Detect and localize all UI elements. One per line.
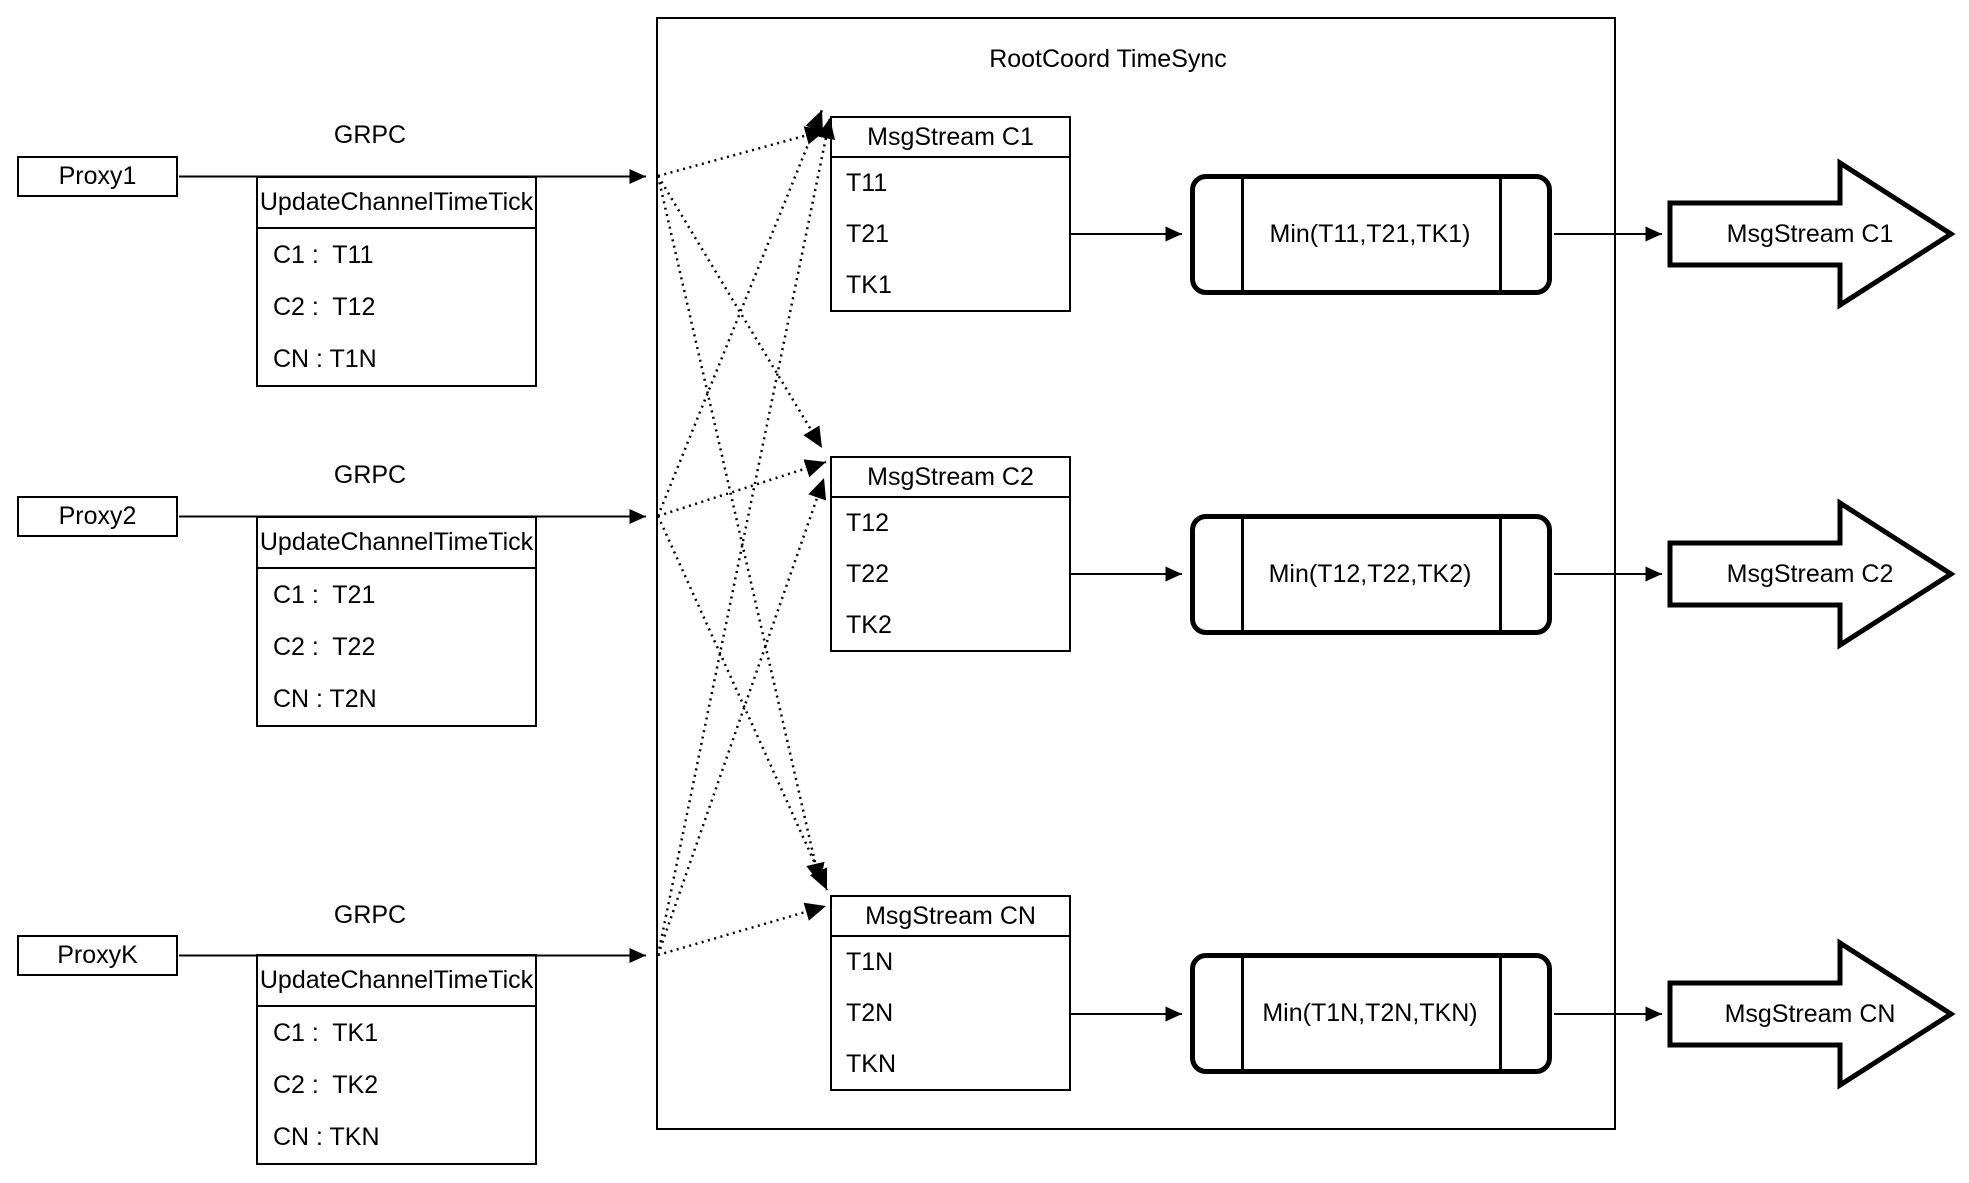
divider [1241,958,1244,1069]
table-row: CN : TKN [273,1123,380,1151]
msgstream-cn-header: MsgStream CN [832,897,1069,937]
table-row: C2 : TK2 [273,1071,379,1099]
proxyk-box: ProxyK [17,935,178,976]
stream-row: T11 [846,169,888,197]
update-table-3: UpdateChannelTimeTick C1 : TK1 C2 : TK2 … [256,954,537,1165]
update-table-2: UpdateChannelTimeTick C1 : T21 C2 : T22 … [256,516,537,727]
out-arrow-label-c1: MsgStream C1 [1726,220,1894,248]
msgstream-cn-box: MsgStream CN T1N T2N TKN [830,895,1071,1091]
table-row: C2 : T12 [273,293,376,321]
stream-row: TK1 [846,271,892,299]
divider [1241,179,1244,290]
table-row: C1 : T21 [273,581,376,609]
min-label-c1: Min(T11,T21,TK1) [1269,220,1471,248]
proxy1-label: Proxy1 [58,162,137,190]
stream-row: T21 [846,220,890,248]
table-row: CN : T2N [273,685,377,713]
update-table-1-header: UpdateChannelTimeTick [258,178,535,229]
out-arrow-label-cn: MsgStream CN [1724,1000,1896,1028]
divider [1499,179,1502,290]
table-row: C1 : TK1 [273,1019,379,1047]
msgstream-c2-box: MsgStream C2 T12 T22 TK2 [830,456,1071,652]
proxy2-label: Proxy2 [58,502,137,530]
out-arrow-label-c2: MsgStream C2 [1726,560,1894,588]
proxy2-box: Proxy2 [17,496,178,537]
grpc-label-3: GRPC [333,901,407,929]
divider [1241,519,1244,630]
proxy1-box: Proxy1 [17,156,178,197]
msgstream-c2-header: MsgStream C2 [832,458,1069,498]
update-table-2-header: UpdateChannelTimeTick [258,518,535,569]
table-row: C1 : T11 [273,241,374,269]
min-box-cn: Min(T1N,T2N,TKN) [1190,953,1552,1074]
stream-row: TK2 [846,611,892,639]
min-box-c2: Min(T12,T22,TK2) [1190,514,1552,635]
stream-row: T1N [846,948,894,976]
rootcoord-title: RootCoord TimeSync [989,45,1227,73]
divider [1499,519,1502,630]
min-label-c2: Min(T12,T22,TK2) [1268,560,1472,588]
msgstream-c1-header: MsgStream C1 [832,118,1069,158]
stream-row: TKN [846,1050,896,1078]
update-table-1: UpdateChannelTimeTick C1 : T11 C2 : T12 … [256,176,537,387]
divider [1499,958,1502,1069]
proxyk-label: ProxyK [57,941,138,969]
table-row: CN : T1N [273,345,377,373]
stream-row: T22 [846,560,890,588]
grpc-label-1: GRPC [333,121,407,149]
msgstream-c1-box: MsgStream C1 T11 T21 TK1 [830,116,1071,312]
update-table-3-header: UpdateChannelTimeTick [258,956,535,1007]
table-row: C2 : T22 [273,633,376,661]
min-label-cn: Min(T1N,T2N,TKN) [1262,999,1478,1027]
stream-row: T2N [846,999,894,1027]
stream-row: T12 [846,509,890,537]
min-box-c1: Min(T11,T21,TK1) [1190,174,1552,295]
grpc-label-2: GRPC [333,461,407,489]
